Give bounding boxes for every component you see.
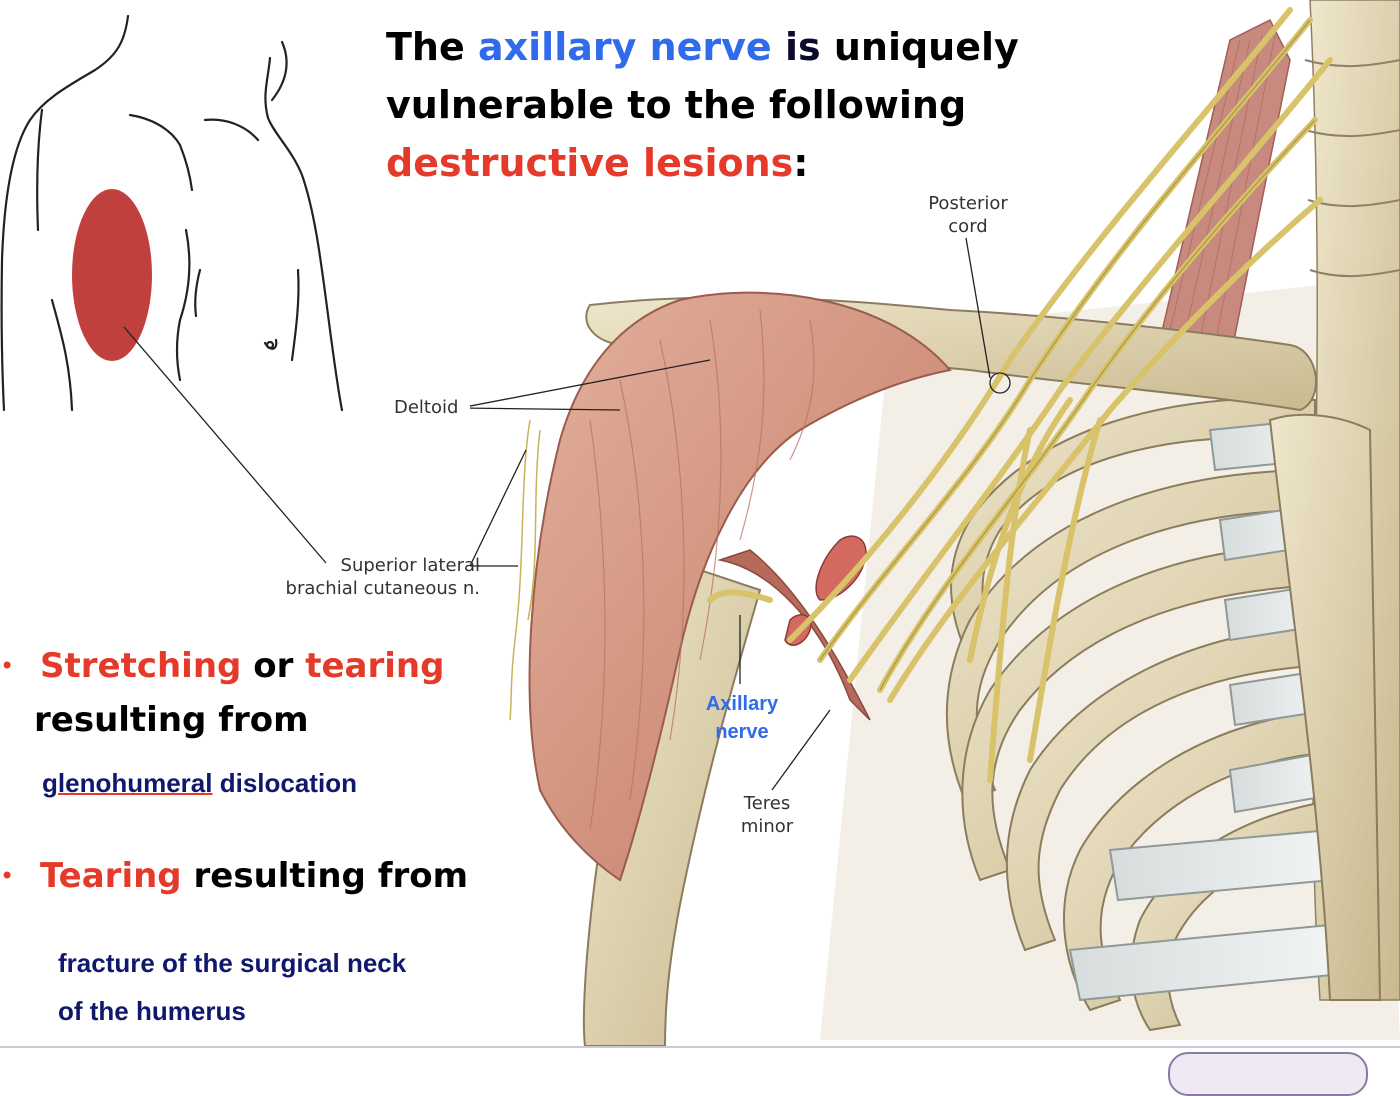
title-word-is: is <box>784 25 821 69</box>
title-word-uniquely: uniquely <box>833 25 1019 69</box>
title-line-1: The axillary nerve is uniquely <box>386 18 1046 76</box>
anatomy-shoulder-illustration <box>470 0 1400 1046</box>
bullet-1-term-glenohumeral: glenohumeral <box>42 768 213 798</box>
label-posterior-cord: Posterior cord <box>918 192 1018 238</box>
label-superior-lateral-line-2: brachial cutaneous n. <box>285 578 480 599</box>
title-term-destructive-lesions: destructive lesions <box>386 141 794 185</box>
label-deltoid: Deltoid <box>394 397 459 418</box>
footer-divider <box>0 1046 1400 1048</box>
label-teres-minor-line-2: minor <box>740 816 794 837</box>
label-axillary-nerve-line-2: nerve <box>715 721 769 743</box>
bullet-1-term-dislocation: dislocation <box>219 768 357 798</box>
label-posterior-cord-line-1: Posterior <box>928 193 1008 214</box>
torso-sketch <box>0 14 344 412</box>
bullet-2-marker: • <box>0 862 15 890</box>
label-axillary-nerve-line-1: Axillary <box>705 693 779 715</box>
title-term-axillary-nerve: axillary nerve <box>477 25 772 69</box>
label-superior-lateral-brachial-cutaneous-n: Superior lateral brachial cutaneous n. <box>280 554 480 600</box>
bullet-1-detail: glenohumeral dislocation <box>42 768 357 799</box>
bullet-2-tearing: Tearing <box>40 856 182 896</box>
corner-tab[interactable] <box>1168 1052 1368 1096</box>
label-posterior-cord-line-2: cord <box>948 216 988 237</box>
bullet-1-tearing: tearing <box>305 646 445 686</box>
title-colon: : <box>793 141 809 185</box>
label-superior-lateral-line-1: Superior lateral <box>340 555 480 576</box>
sensory-area-patch <box>72 189 152 361</box>
title-line-2: vulnerable to the following <box>386 83 967 127</box>
bullet-1-or: or <box>253 646 294 686</box>
title-word-the: The <box>386 25 465 69</box>
bullet-1-marker: • <box>0 652 15 680</box>
label-axillary-nerve: Axillary nerve <box>692 690 792 746</box>
bullet-1-stretching: Stretching <box>40 646 242 686</box>
torso-label-leader <box>123 326 480 567</box>
bullet-2-resulting-from: resulting from <box>193 856 469 896</box>
label-teres-minor: Teres minor <box>724 792 810 838</box>
slide-title: The axillary nerve is uniquely vulnerabl… <box>386 18 1046 192</box>
bullet-2-detail-line-1: fracture of the surgical neck <box>58 948 407 978</box>
bullet-2-detail-line-2: of the humerus <box>58 996 246 1026</box>
bullet-2-line-1: Tearing resulting from <box>40 856 468 896</box>
title-line-3: destructive lesions: <box>386 134 1046 192</box>
bullet-1-line-1: Stretching or tearing <box>40 646 444 686</box>
bullet-1-line-2: resulting from <box>34 700 309 740</box>
label-teres-minor-line-1: Teres <box>743 793 791 814</box>
